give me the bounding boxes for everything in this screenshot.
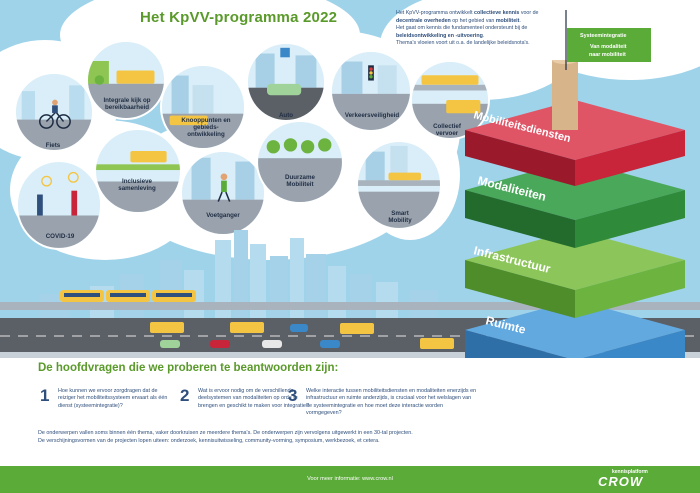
collectief-illustration (412, 62, 488, 138)
questions-heading: De hoofdvragen die we proberen te beantw… (38, 362, 339, 374)
question-text: Welke interactie tussen mobiliteitsdiens… (306, 388, 477, 417)
smart-illustration (358, 142, 440, 228)
label-covid: COVID-19 (45, 233, 75, 240)
label-integrale: Integrale kijk op bereikbaarheid (103, 97, 151, 112)
pillar (552, 60, 578, 130)
bubble-auto (246, 42, 326, 122)
bubble-smart (356, 140, 442, 230)
label-verkeersveiligheid: Verkeersveiligheid (344, 112, 400, 119)
flag-line-3: naar mobiliteit (589, 52, 626, 58)
question-number: 3 (288, 386, 298, 405)
label-smart: Smart Mobility (388, 210, 412, 225)
flag-icon (565, 10, 651, 70)
bubble-verkeersveiligheid (330, 50, 412, 132)
city-skyline (40, 230, 438, 330)
intro-text: Het KpVV-programma ontwikkelt collectiev… (396, 10, 539, 47)
label-voetganger: Voetganger (206, 212, 240, 219)
label-duurzame: Duurzame Mobiliteit (285, 174, 315, 189)
bubble-collectief (410, 60, 490, 140)
label-inclusieve: Inclusieve samenleving (118, 178, 156, 193)
flag-title: Systeemintegratie (580, 33, 627, 39)
verkeersveiligheid-illustration (332, 52, 410, 130)
label-fiets: Fiets (45, 142, 61, 149)
note-line-2: De verschijningsvormen van de projecten … (38, 438, 380, 444)
covid-illustration (18, 162, 100, 248)
duurzame-illustration (258, 122, 342, 202)
question-number: 2 (180, 386, 190, 405)
integrale-illustration (88, 42, 164, 118)
page-title: Het KpVV-programma 2022 (140, 9, 338, 26)
layer-infrastructuur (465, 230, 685, 318)
question-text: Wat is ervoor nodig om de verschillende … (198, 388, 309, 409)
layer-modaliteiten (465, 160, 685, 248)
bubble-inclusieve (94, 128, 182, 214)
layer-stack-diagram: Mobiliteitsdiensten Modaliteiten Infrast… (465, 60, 685, 390)
crow-logo: CROW (598, 474, 644, 489)
voetganger-illustration (182, 152, 264, 234)
label-collectief: Collectief vervoer (433, 123, 461, 138)
question-text: Hoe kunnen we ervoor zorgdragen dat de r… (58, 388, 168, 409)
questions-panel (0, 358, 700, 466)
pavement (0, 352, 700, 358)
bubble-voetganger (180, 150, 266, 236)
footer-bar (0, 466, 700, 493)
brand-tagline: kennisplatform (612, 469, 648, 475)
road-traffic (0, 322, 700, 349)
auto-illustration (248, 44, 324, 120)
rail-track (0, 302, 700, 310)
label-knooppunten: Knooppunten en gebieds-ontwikkeling (181, 117, 231, 139)
flag-line-2: Van modaliteit (590, 44, 627, 50)
label-auto: Auto (278, 112, 294, 119)
bubble-covid (16, 160, 102, 250)
question-number: 1 (40, 386, 50, 405)
bubble-duurzame (256, 120, 344, 204)
note-line-1: De onderwerpen vallen soms binnen één th… (38, 430, 413, 436)
bubble-fiets (14, 72, 94, 152)
bubble-integrale (86, 40, 166, 120)
more-info-link[interactable]: Voor meer informatie: www.crow.nl (307, 476, 393, 482)
inclusieve-illustration (96, 130, 180, 212)
fiets-illustration (16, 74, 92, 150)
train (60, 290, 196, 302)
